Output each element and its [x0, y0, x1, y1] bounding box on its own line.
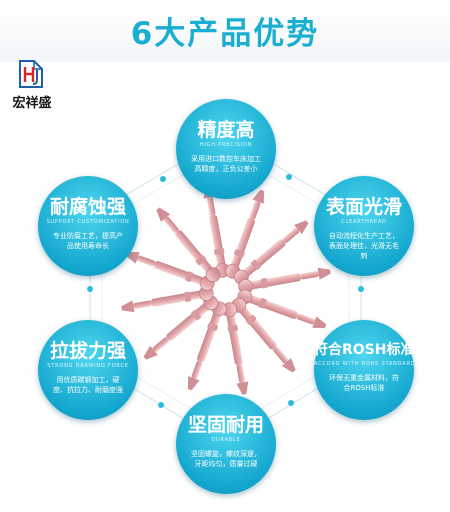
feature-description: 专业防腐工艺，提高产品使用寿命长	[53, 232, 123, 250]
feature-title: 精度高	[197, 119, 255, 141]
feature-description: 自动流程化生产工艺，表面处理佳，光滑无毛刺	[329, 232, 399, 260]
feature-corrosion-resistant: 耐腐蚀强 SUPPORT CUSTOMIZATION 专业防腐工艺，提高产品使用…	[38, 176, 138, 276]
feature-subtitle: STRONG DRAWING FORCE	[47, 363, 129, 369]
page-title: 6大产品优势	[130, 16, 320, 52]
ring-dot	[286, 174, 292, 180]
feature-subtitle: CLEARTHREAD	[341, 219, 387, 225]
feature-high-precision: 精度高 HIGH PRECISION 采用进口数控车床加工高精度，正负公差小	[176, 99, 276, 199]
feature-title: 坚固耐用	[187, 414, 264, 436]
hj-monogram-icon	[19, 60, 43, 88]
feature-description: 环保无重金属材料，符合ROSH标准	[329, 374, 399, 392]
feature-description: 采用进口数控车床加工高精度，正负公差小	[191, 155, 261, 173]
brand-name: 宏祥盛	[12, 96, 52, 111]
ring-dot	[158, 402, 164, 408]
feature-description: 用优质碳钢加工，硬度、抗拉力、耐磨度强	[53, 376, 123, 394]
feature-subtitle: HIGH PRECISION	[199, 142, 253, 148]
feature-subtitle: DURABLE	[211, 437, 241, 443]
ring-dot	[288, 400, 294, 406]
ring-dot	[160, 176, 166, 182]
feature-description: 坚固螺旋，螺纹深邃，牙距均匀，质量过硬	[191, 450, 261, 468]
feature-title: 拉拔力强	[49, 340, 126, 362]
feature-title: 符合ROSH标准	[314, 342, 415, 358]
feature-title: 表面光滑	[325, 196, 402, 218]
feature-durable: 坚固耐用 DURABLE 坚固螺旋，螺纹深邃，牙距均匀，质量过硬	[176, 394, 276, 494]
feature-rohs-standard: 符合ROSH标准 ACCORD WITH ROHS STANDARD 环保无重金…	[314, 320, 416, 420]
ring-dot	[358, 286, 364, 292]
header-band	[0, 0, 450, 62]
brand-logo: 宏祥盛	[6, 58, 58, 116]
feature-subtitle: SUPPORT CUSTOMIZATION	[46, 219, 130, 225]
feature-strong-drawing-force: 拉拔力强 STRONG DRAWING FORCE 用优质碳钢加工，硬度、抗拉力…	[38, 320, 138, 420]
feature-smooth-surface: 表面光滑 CLEARTHREAD 自动流程化生产工艺，表面处理佳，光滑无毛刺	[314, 176, 414, 276]
feature-subtitle: ACCORD WITH ROHS STANDARD	[314, 361, 416, 367]
feature-title: 耐腐蚀强	[49, 196, 126, 218]
ring-dot	[87, 286, 93, 292]
